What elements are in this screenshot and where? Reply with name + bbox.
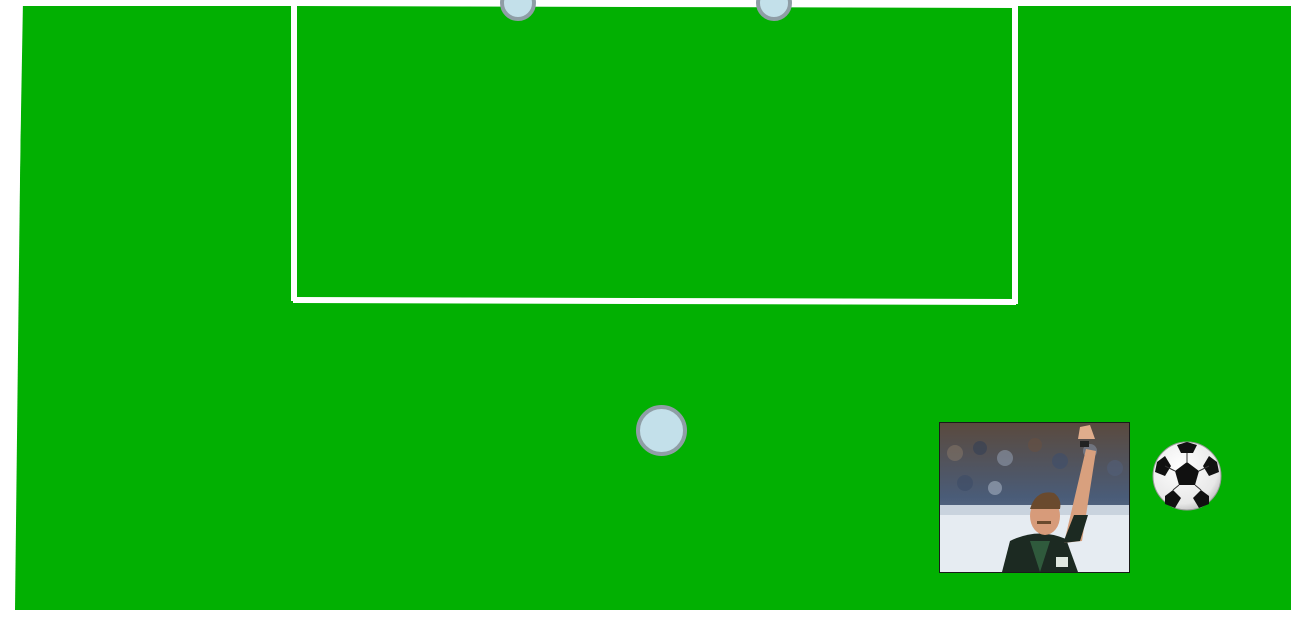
goal-line-top [294, 3, 1015, 5]
soccer-ball-svg [1151, 440, 1223, 512]
player-marker[interactable] [636, 405, 687, 456]
soccer-ball-icon[interactable] [1151, 440, 1223, 512]
penalty-box-bottom-line [293, 300, 1016, 302]
referee-photo [940, 423, 1129, 572]
referee-card[interactable] [939, 422, 1130, 573]
